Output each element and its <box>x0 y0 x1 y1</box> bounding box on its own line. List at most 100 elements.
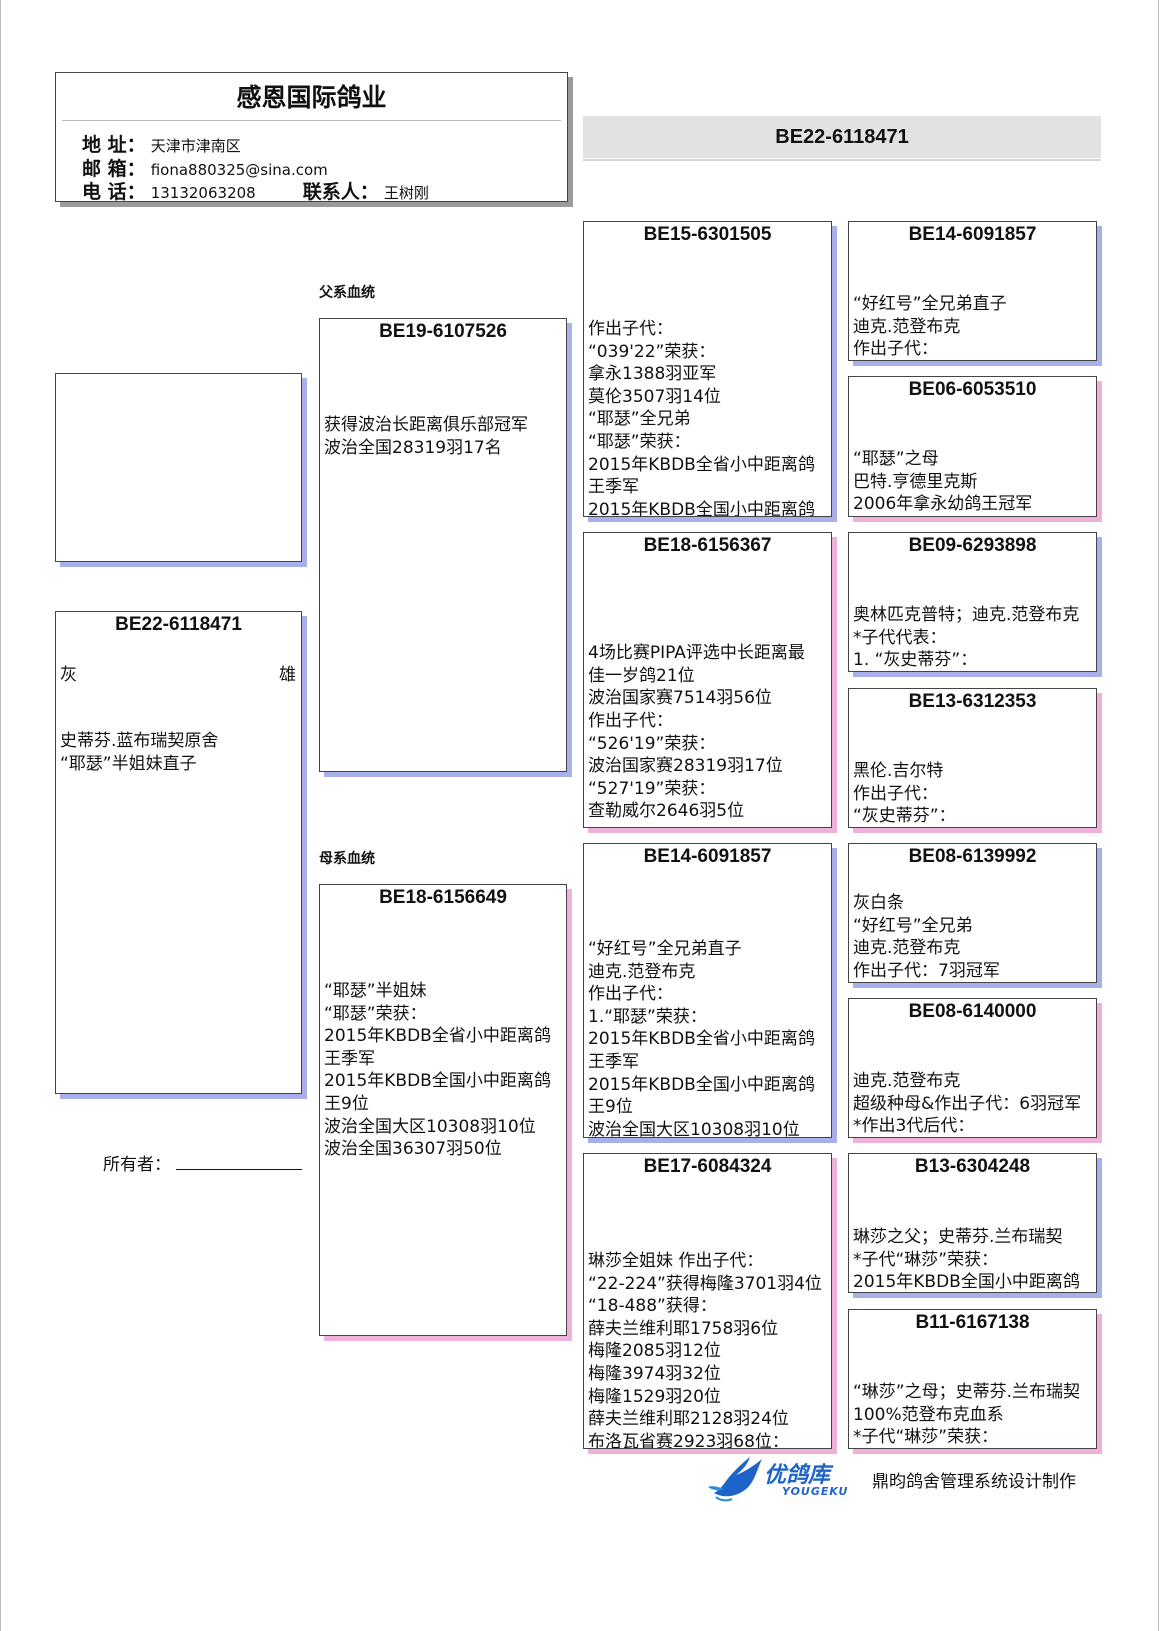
desc-line: 作出子代：7羽冠军 <box>853 960 1000 981</box>
grandsire-maternal-card: BE14-6091857 “好红号”全兄弟直子 迪克.范登布克 作出子代： 1.… <box>583 843 832 1138</box>
desc-line: 2006年拿永幼鸽王冠军 <box>853 494 1033 515</box>
desc-line: 布洛瓦省赛2923羽68位： <box>588 1431 789 1449</box>
dam-card: BE18-6156649 “耶瑟”半姐妹 “耶瑟”荣获： 2015年KBDB全省… <box>319 884 567 1336</box>
email-label: 邮 箱： <box>82 158 146 180</box>
dam-desc-line: 波治全国36307羽50位 <box>324 1139 502 1160</box>
subject-desc-line: “耶瑟”半姐妹直子 <box>60 753 197 774</box>
sire-desc-line: 获得波治长距离俱乐部冠军 <box>324 415 528 435</box>
desc-line: 2015年KBDB全国小中距离鸽 <box>588 1074 815 1095</box>
great-grandparent-card-6: BE08-6140000 迪克.范登布克 超级种母&作出子代：6羽冠军 *作出3… <box>848 998 1097 1138</box>
great-grandparent-ring: BE08-6140000 <box>908 1001 1037 1022</box>
dam-desc-line: 波治全国大区10308羽10位 <box>324 1116 536 1137</box>
phone-value: 13132063208 <box>150 184 256 202</box>
desc-line: “039'22”荣获： <box>588 341 716 362</box>
sire-desc-line: 波治全国28319羽17名 <box>324 437 502 458</box>
great-grandparent-desc: “耶瑟”之母 巴特.亨德里克斯 2006年拿永幼鸽王冠军 <box>853 448 1092 516</box>
great-grandparent-desc: 黑伦.吉尔特 作出子代： “灰史蒂芬”： <box>853 760 1092 827</box>
desc-line: “耶瑟”之母 <box>853 449 939 469</box>
subject-desc-line: 史蒂芬.蓝布瑞契原舍 <box>60 731 219 751</box>
subject-desc: 史蒂芬.蓝布瑞契原舍 “耶瑟”半姐妹直子 <box>60 730 218 775</box>
header-divider <box>62 120 561 121</box>
desc-line: “好红号”全兄弟直子 <box>588 939 742 959</box>
desc-line: “好红号”全兄弟 <box>853 915 973 936</box>
dam-desc-line: 王季军 <box>324 1048 375 1069</box>
subject-sex: 雄 <box>279 665 296 685</box>
desc-line: “22-224”获得梅隆3701羽4位 <box>588 1273 822 1294</box>
contact-value: 王树刚 <box>383 184 429 202</box>
main-ring-number: BE22-6118471 <box>775 126 909 148</box>
granddam-paternal-desc: 4场比赛PIPA评选中长距离最 佳一岁鸽21位 波治国家赛7514羽56位 作出… <box>588 642 827 823</box>
granddam-paternal-ring: BE18-6156367 <box>643 535 772 556</box>
desc-line: “耶瑟”全兄弟 <box>588 409 691 430</box>
email-row: 邮 箱： fiona880325@sina.com <box>82 154 328 181</box>
dam-section-label: 母系血统 <box>319 851 375 867</box>
main-ring-band <box>583 116 1101 158</box>
logo-text: 优鸽库 <box>764 1463 831 1488</box>
footer-logo: 优鸽库 YOUGEKU <box>706 1453 856 1503</box>
granddam-paternal-card: BE18-6156367 4场比赛PIPA评选中长距离最 佳一岁鸽21位 波治国… <box>583 532 832 828</box>
sire-card: BE19-6107526 获得波治长距离俱乐部冠军 波治全国28319羽17名 <box>319 318 567 772</box>
email-value: fiona880325@sina.com <box>150 161 328 179</box>
desc-line: 查勒威尔2646羽5位 <box>588 801 745 822</box>
great-grandparent-card-1: BE14-6091857 “好红号”全兄弟直子 迪克.范登布克 作出子代： <box>848 221 1097 361</box>
dam-desc: “耶瑟”半姐妹 “耶瑟”荣获： 2015年KBDB全省小中距离鸽 王季军 201… <box>324 980 551 1161</box>
footer-credit: 鼎昀鸽舍管理系统设计制作 <box>872 1472 1076 1492</box>
great-grandparent-desc: 灰白条 “好红号”全兄弟 迪克.范登布克 作出子代：7羽冠军 <box>853 892 1092 982</box>
desc-line: 巴特.亨德里克斯 <box>853 471 978 492</box>
phone-label: 电 话： <box>82 181 146 202</box>
desc-line: 2015年KBDB全省小中距离鸽 <box>588 454 815 475</box>
address-label: 地 址： <box>82 134 146 156</box>
desc-line: 2015年KBDB全国小中距离鸽 <box>588 499 815 517</box>
address-row: 地 址： 天津市津南区 <box>82 130 241 157</box>
desc-line: “灰史蒂芬”： <box>853 806 956 827</box>
owner-blank <box>176 1156 303 1170</box>
desc-line: *作出3代后代： <box>853 1116 975 1137</box>
bird-logo-icon <box>708 1457 762 1502</box>
grandsire-paternal-card: BE15-6301505 作出子代： “039'22”荣获： 拿永1388羽亚军… <box>583 221 832 517</box>
desc-line: 薛夫兰维利耶2128羽24位 <box>588 1409 789 1430</box>
dam-desc-line: 2015年KBDB全省小中距离鸽 <box>324 1026 551 1047</box>
great-grandparent-desc: 奥林匹克普特；迪克.范登布克 *子代代表： 1. “灰史蒂芬”： <box>853 604 1092 671</box>
subject-ring: BE22-6118471 <box>115 614 242 635</box>
grandsire-maternal-ring: BE14-6091857 <box>643 846 772 867</box>
great-grandparent-card-4: BE13-6312353 黑伦.吉尔特 作出子代： “灰史蒂芬”： <box>848 688 1097 828</box>
desc-line: “好红号”全兄弟直子 <box>853 294 1007 314</box>
desc-line: 1.“耶瑟”荣获： <box>588 1006 707 1027</box>
pigeon-photo-box <box>55 373 302 562</box>
desc-line: “526'19”荣获： <box>588 733 716 754</box>
loft-name: 感恩国际鸽业 <box>236 83 387 112</box>
desc-line: 1. “灰史蒂芬”： <box>853 650 978 671</box>
logo-subtext: YOUGEKU <box>782 1485 849 1498</box>
desc-line: 拿永1388羽亚军 <box>588 364 717 385</box>
desc-line: 王9位 <box>588 1097 633 1118</box>
desc-line: 梅隆3974羽32位 <box>588 1363 721 1384</box>
sire-ring: BE19-6107526 <box>379 321 507 342</box>
desc-line: 波治国家赛7514羽56位 <box>588 688 772 709</box>
desc-line: 波治国家赛28319羽17位 <box>588 756 783 777</box>
desc-line: 迪克.范登布克 <box>588 961 696 982</box>
desc-line: *子代代表： <box>853 627 947 648</box>
desc-line: 2015年KBDB全省小中距离鸽 <box>588 1029 815 1050</box>
desc-line: “18-488”获得： <box>588 1296 717 1317</box>
great-grandparent-ring: BE14-6091857 <box>908 224 1037 245</box>
desc-line: 100%范登布克血系 <box>853 1404 1004 1425</box>
grandsire-maternal-desc: “好红号”全兄弟直子 迪克.范登布克 作出子代： 1.“耶瑟”荣获： 2015年… <box>588 938 827 1137</box>
great-grandparent-ring: BE09-6293898 <box>908 535 1037 556</box>
desc-line: 作出子代： <box>853 339 938 360</box>
sire-desc: 获得波治长距离俱乐部冠军 波治全国28319羽17名 <box>324 414 528 459</box>
sire-section-label: 父系血统 <box>319 285 375 301</box>
dam-ring: BE18-6156649 <box>379 887 507 908</box>
owner-row: 所有者： <box>103 1150 303 1175</box>
desc-line: 梅隆2085羽12位 <box>588 1341 721 1362</box>
desc-line: 迪克.范登布克 <box>853 1071 961 1091</box>
desc-line: 作出子代： <box>588 984 673 1005</box>
great-grandparent-desc: 琳莎之父；史蒂芬.兰布瑞契 *子代“琳莎”荣获： 2015年KBDB全国小中距离… <box>853 1226 1092 1292</box>
desc-line: 迪克.范登布克 <box>853 938 961 959</box>
dam-desc-line: 2015年KBDB全国小中距离鸽 <box>324 1071 551 1092</box>
desc-line: 薛夫兰维利耶1758羽6位 <box>588 1318 779 1339</box>
great-grandparent-card-5: BE08-6139992 灰白条 “好红号”全兄弟 迪克.范登布克 作出子代：7… <box>848 843 1097 983</box>
great-grandparent-card-2: BE06-6053510 “耶瑟”之母 巴特.亨德里克斯 2006年拿永幼鸽王冠… <box>848 376 1097 517</box>
address-value: 天津市津南区 <box>150 137 241 155</box>
great-grandparent-card-8: B11-6167138 “琳莎”之母；史蒂芬.兰布瑞契 100%范登布克血系 *… <box>848 1309 1097 1449</box>
desc-line: 4场比赛PIPA评选中长距离最 <box>588 643 805 664</box>
